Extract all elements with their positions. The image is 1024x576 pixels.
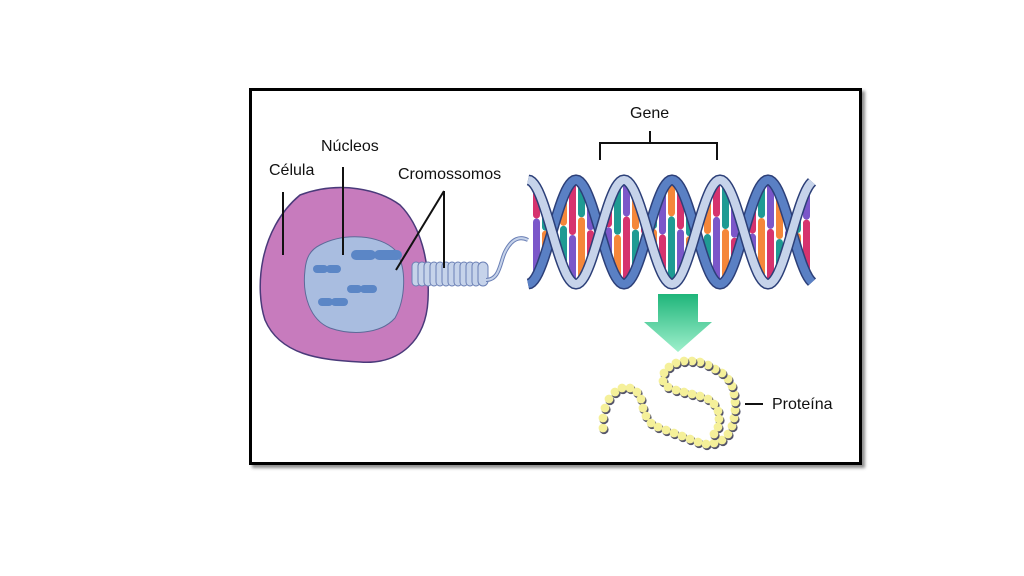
dna-strand-link xyxy=(485,236,529,282)
amino-acid-bead xyxy=(703,360,713,370)
amino-acid-bead xyxy=(709,399,719,409)
amino-acid-bead xyxy=(600,403,610,413)
base-pair xyxy=(668,180,675,217)
amino-acid-bead xyxy=(604,394,614,404)
amino-acid-bead xyxy=(713,422,723,432)
amino-acid-bead xyxy=(730,397,740,407)
amino-acid-bead xyxy=(695,391,705,401)
amino-acid-bead xyxy=(636,394,646,404)
amino-acid-bead xyxy=(598,413,608,423)
amino-acid-bead xyxy=(632,387,642,397)
amino-acid-bead xyxy=(659,368,669,378)
amino-acid-bead xyxy=(641,411,651,421)
amino-acid-bead xyxy=(658,376,668,386)
amino-acid-bead xyxy=(638,403,648,413)
amino-acid-bead xyxy=(610,387,620,397)
amino-acid-bead xyxy=(679,356,689,366)
amino-acid-bead xyxy=(663,382,673,392)
amino-acid-bead xyxy=(653,422,663,432)
amino-acid-bead xyxy=(646,418,656,428)
amino-acid-bead xyxy=(714,414,724,424)
dna-backbone xyxy=(527,175,815,289)
nucleus xyxy=(303,236,405,333)
pointer-lines xyxy=(282,131,763,405)
gene-label: Gene xyxy=(630,105,670,122)
amino-acid-bead xyxy=(664,362,674,372)
cell-label: Célula xyxy=(269,162,315,179)
amino-acid-bead xyxy=(713,406,723,416)
base-pair xyxy=(578,217,585,282)
chromatin-coil xyxy=(411,261,489,287)
amino-acid-bead xyxy=(709,438,719,448)
amino-acid-bead xyxy=(671,358,681,368)
amino-acid-bead xyxy=(677,431,687,441)
amino-acid-bead xyxy=(693,437,703,447)
amino-acid-bead xyxy=(717,435,727,445)
amino-acid-bead xyxy=(671,385,681,395)
protein-label: Proteína xyxy=(772,396,833,413)
base-pair xyxy=(569,235,576,283)
amino-acid-bead xyxy=(625,383,635,393)
chromosomes-label: Cromossomos xyxy=(398,166,502,183)
amino-acid-bead xyxy=(687,356,697,366)
amino-acid-bead xyxy=(685,434,695,444)
amino-acid-bead xyxy=(701,439,711,449)
amino-acid-bead xyxy=(687,389,697,399)
base-pair xyxy=(713,216,720,283)
base-pair xyxy=(767,228,774,284)
amino-acid-bead xyxy=(709,429,719,439)
base-pair xyxy=(623,216,630,284)
protein-chain xyxy=(598,356,741,451)
expression-arrow xyxy=(644,294,712,352)
amino-acid-bead xyxy=(661,425,671,435)
nucleus-label: Núcleos xyxy=(321,138,379,155)
base-pair xyxy=(767,180,774,229)
amino-acid-bead xyxy=(695,357,705,367)
amino-acid-bead xyxy=(723,429,733,439)
dna-helix xyxy=(526,174,817,290)
amino-acid-bead xyxy=(598,423,608,433)
amino-acid-bead xyxy=(617,383,627,393)
dna-backbone xyxy=(527,175,815,289)
amino-acid-bead xyxy=(669,428,679,438)
amino-acid-bead xyxy=(679,387,689,397)
chromosomes xyxy=(313,250,402,306)
amino-acid-bead xyxy=(703,394,713,404)
base-pair xyxy=(668,216,675,284)
base-pair xyxy=(569,181,576,236)
